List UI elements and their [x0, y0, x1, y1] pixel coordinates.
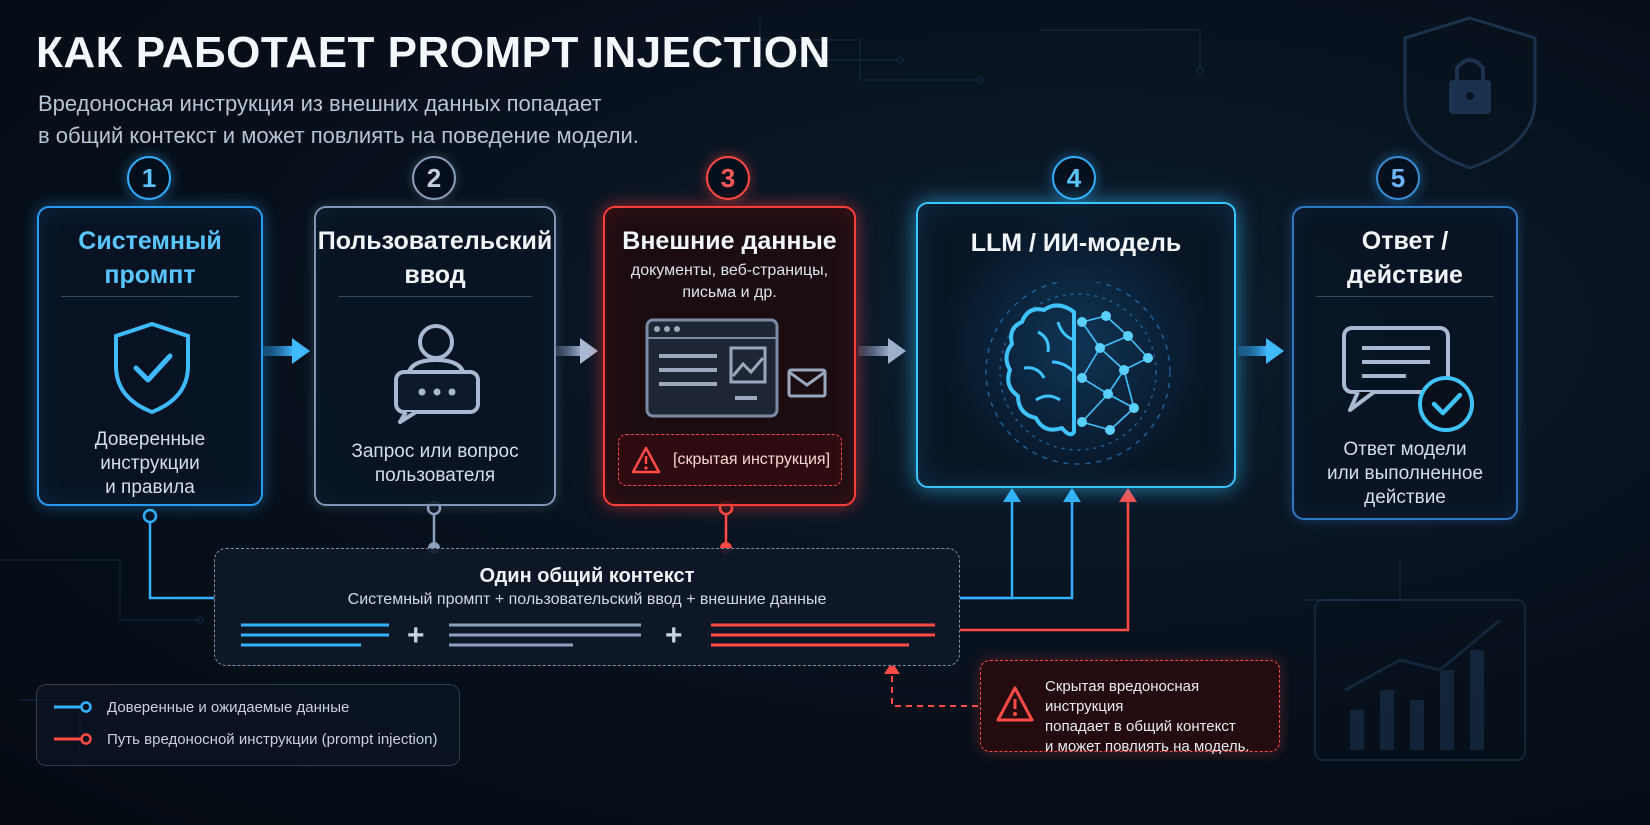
- card-system-desc-line-3: и правила: [105, 477, 195, 498]
- warning-callout-icon: [996, 686, 1034, 722]
- page-subtitle: Вредоносная инструкция из внешних данных…: [38, 88, 678, 152]
- card-response-divider: [1316, 296, 1494, 297]
- card-system-desc: Доверенные инструкции и правила: [39, 428, 261, 500]
- card-external-title: Внешние данные: [622, 227, 837, 255]
- arrow-3-4-shaft: [858, 346, 890, 356]
- card-external-sub-line-1: документы, веб-страницы,: [630, 262, 829, 279]
- card-response-title-line-2: действие: [1347, 261, 1463, 289]
- card-llm-title: LLM / ИИ-модель: [970, 229, 1182, 257]
- arrow-4-5-shaft: [1238, 346, 1268, 356]
- hidden-instruction-box: [скрытая инструкция]: [618, 434, 842, 486]
- card-user-desc-line-1: Запрос или вопрос: [351, 441, 519, 462]
- card-system-divider: [61, 296, 239, 297]
- card-user-input: Пользовательский ввод Запрос или вопрос …: [314, 206, 556, 506]
- arrow-3-4-head: [888, 338, 906, 364]
- llm-arrow-a-head: [1003, 488, 1021, 502]
- legend-malicious-swatch: [54, 733, 92, 745]
- card-response-desc-line-1: Ответ модели: [1343, 439, 1467, 460]
- subtitle-line-1: Вредоносная инструкция из внешних данных…: [38, 91, 602, 116]
- connector-context-to-llm-a: [960, 500, 1014, 600]
- step-number-3: 3: [706, 156, 750, 200]
- warning-line-3: и может повлиять на модель.: [1045, 738, 1250, 755]
- connector-node-1: [142, 508, 158, 524]
- legend-malicious: Путь вредоносной инструкции (prompt inje…: [53, 727, 438, 751]
- card-user-title-line-2: ввод: [404, 261, 466, 289]
- card-system-title-line-1: Системный: [78, 227, 222, 255]
- page-title: КАК РАБОТАЕТ PROMPT INJECTION: [36, 28, 831, 77]
- arrow-2-3-shaft: [556, 346, 582, 356]
- card-system-desc-line-2: инструкции: [100, 453, 200, 474]
- subtitle-line-2: в общий контекст и может повлиять на пов…: [38, 123, 639, 148]
- card-response-title: Ответ / действие: [1294, 224, 1516, 292]
- card-response-desc-line-2: или выполненное: [1326, 463, 1484, 484]
- step-number-5: 5: [1376, 156, 1420, 200]
- warning-line-2: попадает в общий контекст: [1045, 718, 1236, 735]
- context-title: Один общий контекст: [479, 565, 695, 587]
- card-user-desc-line-2: пользователя: [374, 465, 496, 486]
- context-plus-2: +: [665, 619, 683, 652]
- warning-text: Скрытая вредоносная инструкция попадает …: [1045, 677, 1275, 757]
- llm-arrow-b-head: [1063, 488, 1081, 502]
- card-response-action: Ответ / действие Ответ модели или выполн…: [1292, 206, 1518, 520]
- card-external-sub-line-2: письма и др.: [682, 284, 777, 301]
- card-user-title-line-1: Пользовательский: [317, 227, 553, 255]
- chart-decoration: [1314, 599, 1526, 761]
- arrow-2-3-head: [580, 338, 598, 364]
- card-system-prompt: Системный промпт Доверенные инструкции и…: [37, 206, 263, 506]
- connector-warning: [891, 672, 978, 707]
- warning-icon: [631, 446, 661, 474]
- context-plus-1: +: [407, 619, 425, 652]
- connector-system-to-context: [148, 520, 214, 600]
- user-chat-icon: [394, 324, 480, 424]
- card-response-desc: Ответ модели или выполненное действие: [1294, 438, 1516, 510]
- mail-icon: [787, 368, 827, 398]
- chat-check-icon: [1342, 326, 1474, 432]
- connector-context-to-llm-b: [960, 500, 1074, 600]
- llm-arrow-malicious-head: [1119, 488, 1137, 502]
- warning-line-1: Скрытая вредоносная инструкция: [1045, 678, 1200, 715]
- warning-arrow-head: [884, 662, 900, 674]
- hidden-instruction-label: [скрытая инструкция]: [673, 451, 831, 468]
- arrow-1-2-shaft: [262, 346, 294, 356]
- shared-context-box: Один общий контекст Системный промпт + п…: [214, 548, 960, 666]
- arrow-1-2-head: [292, 338, 310, 364]
- connector-context-to-llm-malicious: [960, 500, 1130, 632]
- step-number-1: 1: [127, 156, 171, 200]
- card-response-title-line-1: Ответ /: [1361, 227, 1449, 255]
- legend: Доверенные и ожидаемые данные Путь вредо…: [36, 684, 460, 766]
- arrow-4-5-head: [1266, 338, 1284, 364]
- brain-network-icon: [985, 282, 1171, 465]
- card-user-divider: [338, 296, 532, 297]
- step-number-4: 4: [1052, 156, 1096, 200]
- legend-trusted-label: Доверенные и ожидаемые данные: [107, 698, 350, 716]
- card-response-desc-line-3: действие: [1364, 487, 1446, 508]
- card-system-desc-line-1: Доверенные: [94, 429, 206, 450]
- step-number-2: 2: [412, 156, 456, 200]
- browser-window-icon: [645, 318, 779, 418]
- card-user-title: Пользовательский ввод: [316, 224, 554, 292]
- legend-malicious-label: Путь вредоносной инструкции (prompt inje…: [107, 730, 438, 748]
- shield-check-icon: [114, 321, 190, 415]
- lock-shield-icon: [1403, 16, 1537, 170]
- warning-callout: Скрытая вредоносная инструкция попадает …: [980, 660, 1280, 755]
- context-token-lines: [241, 623, 935, 647]
- legend-trusted-swatch: [54, 701, 92, 713]
- card-user-desc: Запрос или вопрос пользователя: [316, 440, 554, 488]
- card-system-title-line-2: промпт: [104, 261, 196, 289]
- card-system-title: Системный промпт: [39, 224, 261, 292]
- card-llm-model: LLM / ИИ-модель: [916, 202, 1236, 488]
- context-subtitle: Системный промпт + пользовательский ввод…: [347, 591, 827, 608]
- card-external-sub: документы, веб-страницы, письма и др.: [605, 260, 854, 304]
- legend-trusted: Доверенные и ожидаемые данные: [53, 695, 349, 719]
